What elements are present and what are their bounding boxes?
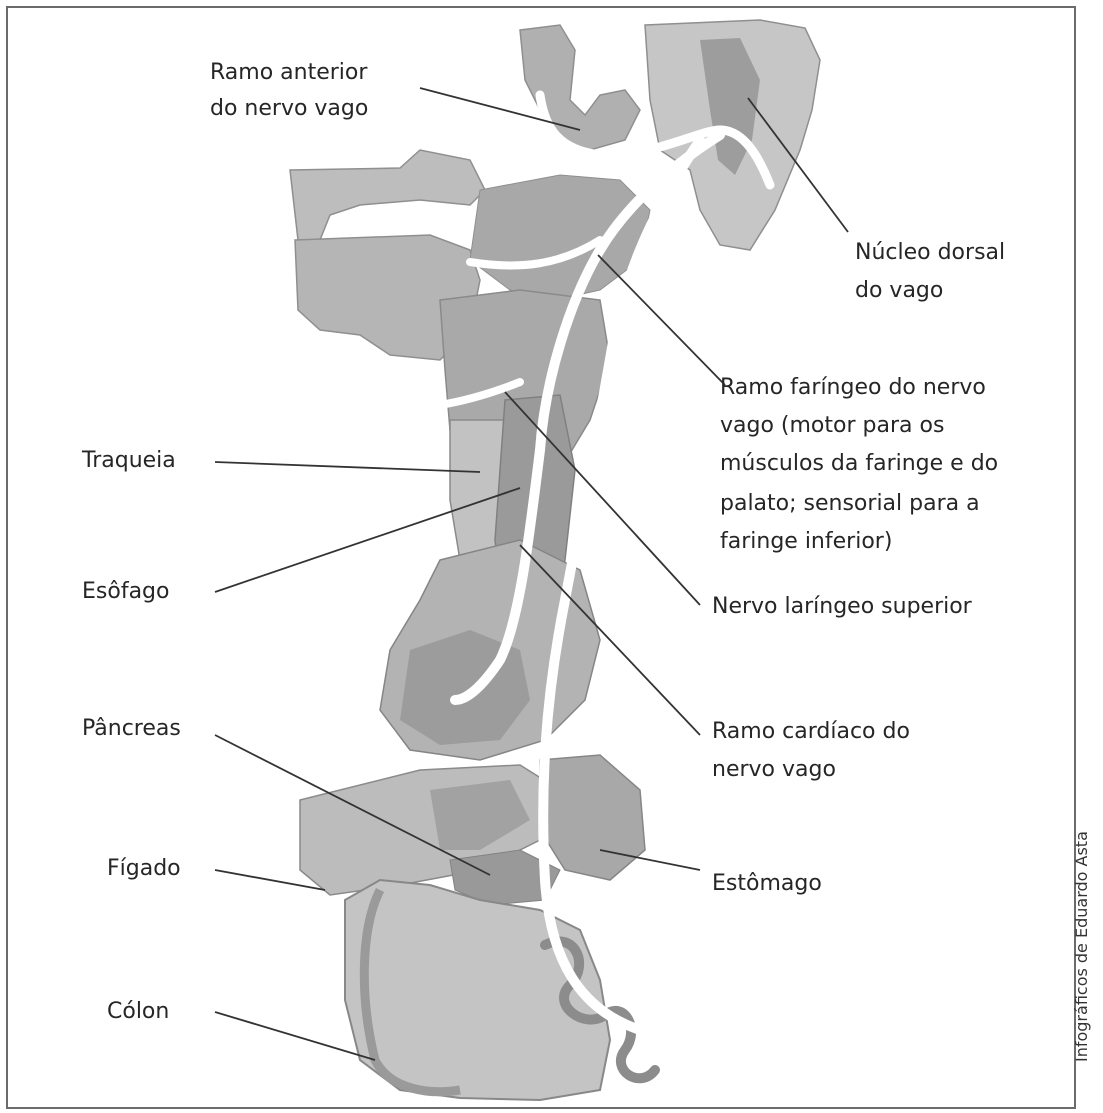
label-ramo-cardiaco-line1: Ramo cardíaco do (712, 715, 910, 749)
label-ramo-faringeo-line1: Ramo faríngeo do nervo (720, 371, 986, 405)
label-ramo-faringeo-line4: palato; sensorial para a (720, 487, 980, 521)
abdomen-region (300, 755, 655, 1100)
label-ramo-faringeo-line5: faringe inferior) (720, 525, 892, 559)
label-nervo-laringeo: Nervo laríngeo superior (712, 590, 972, 624)
leader-traqueia (215, 462, 480, 472)
label-ramo-cardiaco-line2: nervo vago (712, 753, 836, 787)
label-nucleo-dorsal-line1: Núcleo dorsal (855, 236, 1005, 270)
label-colon: Cólon (107, 995, 169, 1029)
label-ramo-anterior-line1: Ramo anterior (210, 56, 367, 90)
ear-structure (520, 25, 640, 150)
label-estomago: Estômago (712, 867, 822, 901)
label-esofago: Esôfago (82, 575, 169, 609)
label-ramo-anterior-line2: do nervo vago (210, 92, 368, 126)
illustration-credit: Infográficos de Eduardo Asta (1072, 831, 1091, 1062)
label-figado: Fígado (107, 852, 181, 886)
label-ramo-faringeo-line3: músculos da faringe e do (720, 447, 998, 481)
label-nucleo-dorsal-line2: do vago (855, 274, 943, 308)
stomach (540, 755, 645, 880)
skull-base-left (290, 150, 485, 240)
label-ramo-faringeo-line2: vago (motor para os (720, 409, 944, 443)
label-traqueia: Traqueia (82, 444, 176, 478)
label-pancreas: Pâncreas (82, 712, 181, 746)
